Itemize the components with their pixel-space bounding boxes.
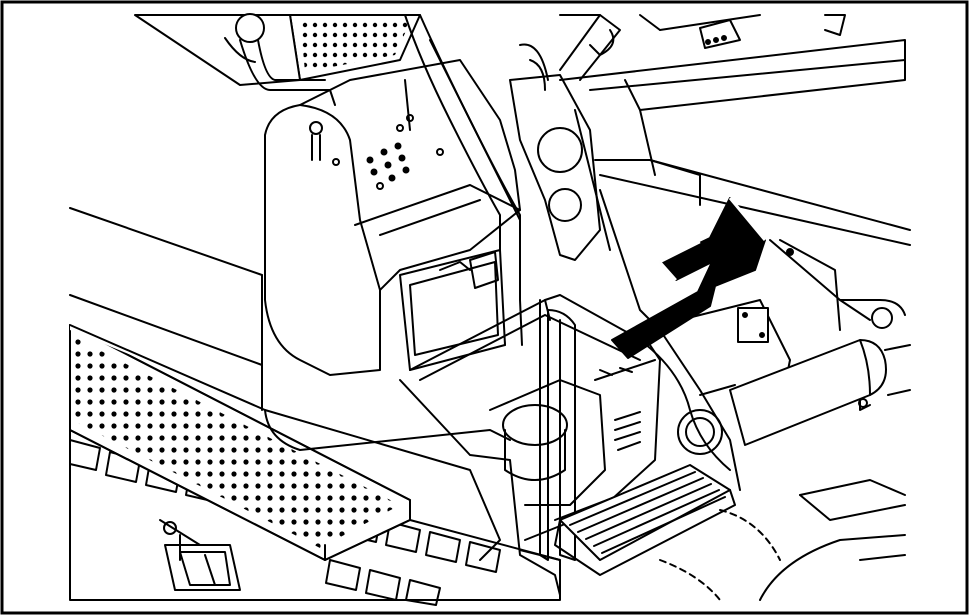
body-panel <box>69 207 511 561</box>
battery-compartment <box>399 249 661 596</box>
upper-frame <box>519 14 906 176</box>
lower-right-chassis <box>659 479 906 601</box>
pointer-arrow <box>611 197 767 359</box>
grab-rails <box>404 14 576 561</box>
hydraulic-cylinder <box>699 339 911 446</box>
top-plate <box>134 13 421 106</box>
boom-assembly <box>509 74 911 491</box>
perforated-step <box>69 324 411 561</box>
ribbed-step <box>554 464 736 576</box>
housing <box>264 59 521 376</box>
